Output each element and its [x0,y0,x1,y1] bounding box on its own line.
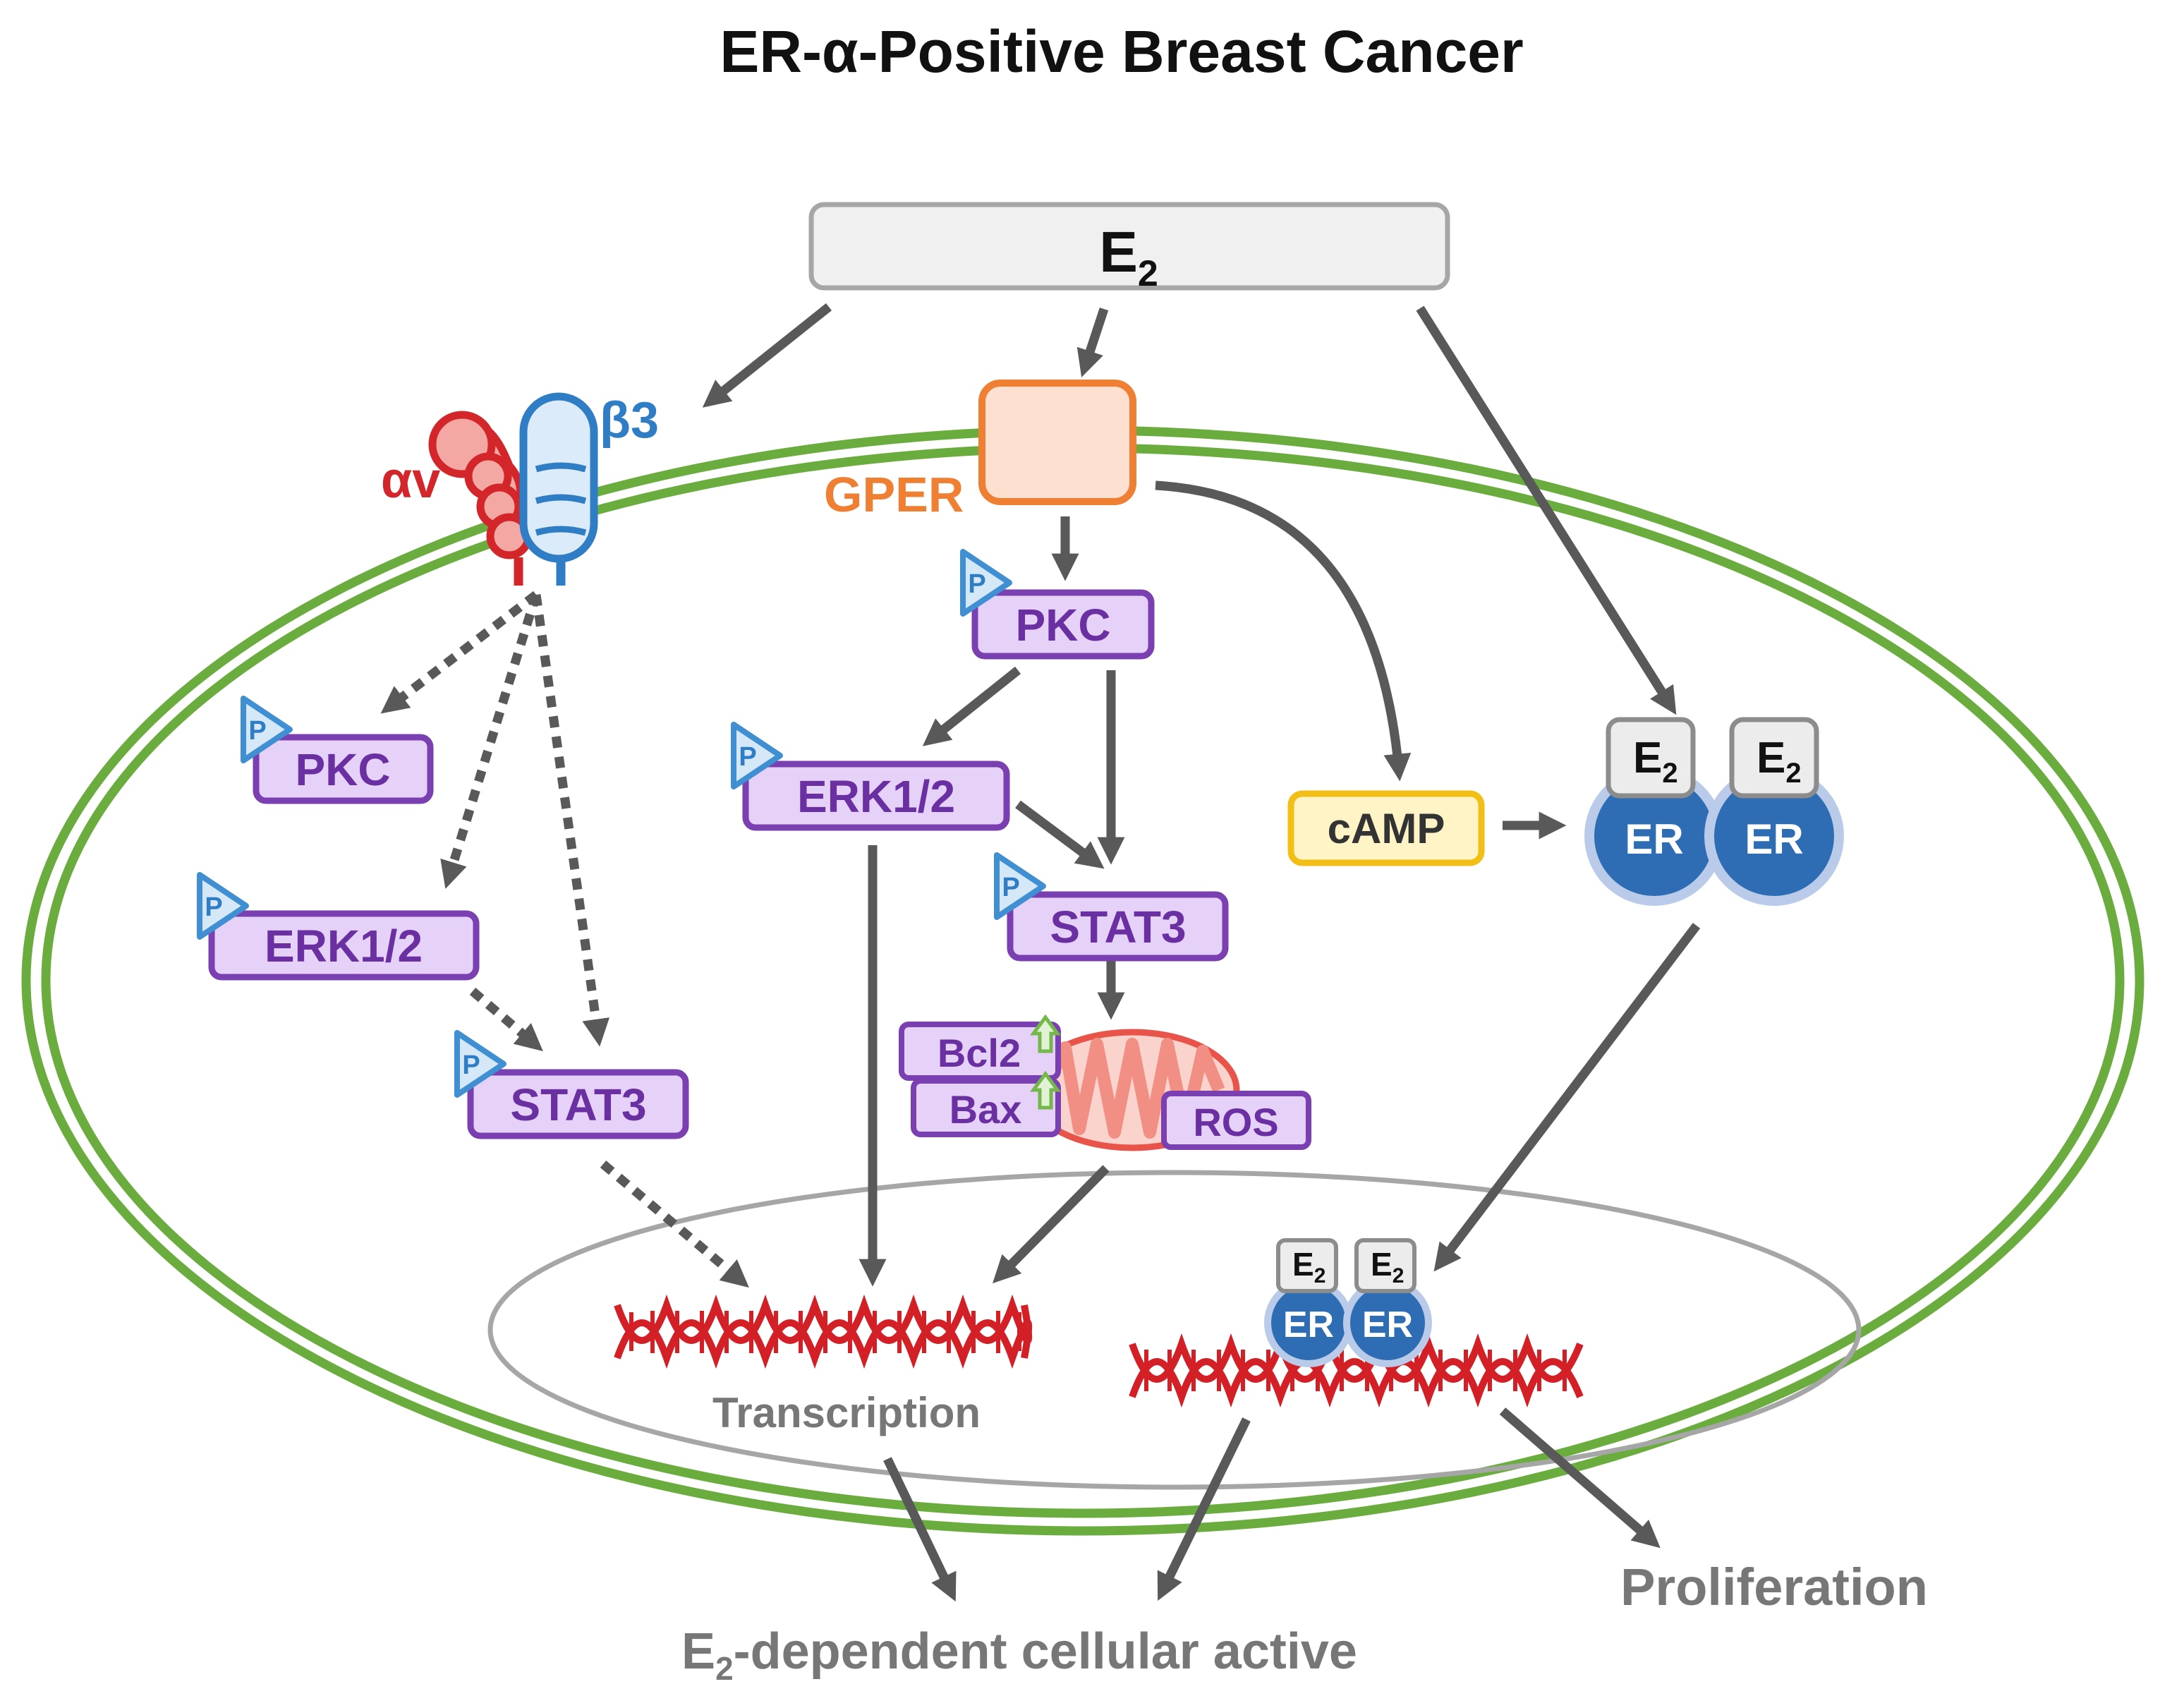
mitochondria-markers: Bcl2 Bax ROS [899,1014,1311,1150]
arrow-transcription-to-outcome [883,1457,957,1602]
arrow-integrin-to-erk [440,593,541,889]
arrow-erk-to-stat3 [1015,800,1105,869]
pkc-box-left [253,734,434,804]
pkc-box-center [971,589,1155,660]
phospho-flag-pkc-left: P [243,698,290,761]
nucleus-outline [487,1170,1862,1490]
er-dimer-cytoplasm: ER ER E2 E2 [1584,717,1844,906]
svg-text:P: P [248,716,266,746]
bax-label: Bax [949,1087,1022,1132]
stat3-box-center [1007,891,1229,962]
erk-box-left [208,910,480,981]
diagram-title: ER-α-Positive Breast Cancer [720,18,1523,85]
nuclear-er-ligand-box-1 [1276,1238,1338,1293]
nuclear-er-label-2: ER [1362,1304,1413,1345]
camp-label: cAMP [1328,805,1445,852]
stat3-label-left: STAT3 [510,1079,646,1130]
stat3-box-left [467,1069,689,1139]
er-label-1: ER [1625,816,1683,863]
arrow-mitochondria-to-transcription [993,1165,1110,1284]
phospho-flag-erk-left: P [200,875,246,937]
phospho-flags: P P P P P P [200,552,1043,1095]
arrow-erk-left-to-stat3 [469,988,543,1052]
transcription-label: Transcription [712,1389,981,1436]
er-ligand-box-2 [1729,717,1819,799]
arrow-e2-to-gper [1076,307,1109,377]
erk-box-center [742,761,1010,831]
er-label-2: ER [1745,816,1803,863]
arrow-nuclear-er-to-outcome [1157,1417,1251,1601]
gper-receptor [978,380,1136,505]
e2-ligand-label: E [1099,220,1138,284]
cellular-outcome-label: E2-dependent cellular active [681,1623,1357,1687]
proliferation-label: Proliferation [1620,1558,1928,1616]
dna-strand-er-bound [1129,1333,1584,1408]
bcl2-label: Bcl2 [938,1031,1021,1075]
ros-label: ROS [1193,1100,1278,1144]
svg-text:P: P [205,892,222,922]
svg-text:P: P [462,1050,480,1080]
gper-label: GPER [824,467,964,522]
integrin-alpha-label: αv [381,452,440,509]
svg-text:E2: E2 [1371,1246,1404,1288]
er-dimer-nucleus: ER ER E2 E2 [1264,1238,1432,1367]
nuclear-er-label-1: ER [1283,1304,1334,1345]
svg-text:P: P [739,742,756,772]
e2-ligand-subscript: 2 [1138,253,1158,294]
pkc-label-center: PKC [1015,600,1110,650]
phospho-flag-stat3-left: P [457,1033,504,1095]
svg-text:E2: E2 [1633,734,1678,789]
stat3-label-center: STAT3 [1050,902,1186,952]
svg-text:E2: E2 [1756,734,1802,789]
arrow-e2-to-integrin [702,303,832,408]
arrow-stat3-left-to-transcription [600,1161,749,1288]
integrin-beta-3 [519,392,598,586]
dotted-arrows [380,590,749,1288]
bax-box [911,1078,1061,1137]
arrow-integrin-to-stat3 [531,594,610,1047]
svg-text:P: P [968,569,985,599]
e2-ligand-box: E2 [808,202,1450,294]
arrow-er-to-nucleus [1433,923,1701,1272]
kinase-boxes: PKC ERK1/2 STAT3 PKC ERK1/2 STAT3 [208,589,1229,1139]
nuclear-er-ligand-box-2 [1354,1238,1416,1293]
ros-box [1161,1091,1311,1150]
phospho-flag-erk-center: P [734,725,780,787]
integrin-beta-label: β3 [600,392,659,449]
bcl2-up-arrow-icon [1030,1014,1061,1053]
svg-text:E2: E2 [1292,1246,1325,1288]
arrow-pkc-to-erk [922,666,1021,746]
dna-strand-transcription [614,1294,1033,1369]
svg-text:E2: E2 [1099,220,1158,294]
arrow-to-proliferation [1499,1407,1661,1549]
integrin-alpha-v [428,411,533,586]
svg-text:P: P [1002,873,1019,902]
phospho-flag-stat3-center: P [997,855,1043,917]
erk-label-left: ERK1/2 [265,921,423,971]
solid-arrows [702,303,1701,1602]
phospho-flag-pkc-center: P [963,552,1009,614]
er-ligand-box-1 [1606,717,1696,799]
arrow-integrin-to-pkc [380,590,539,714]
arrow-e2-to-er [1416,305,1677,715]
bax-up-arrow-icon [1030,1070,1061,1110]
arrow-gper-to-camp [1155,480,1412,782]
erk-label-center: ERK1/2 [797,771,955,822]
camp-box [1287,790,1485,866]
pkc-label-left: PKC [295,744,390,795]
